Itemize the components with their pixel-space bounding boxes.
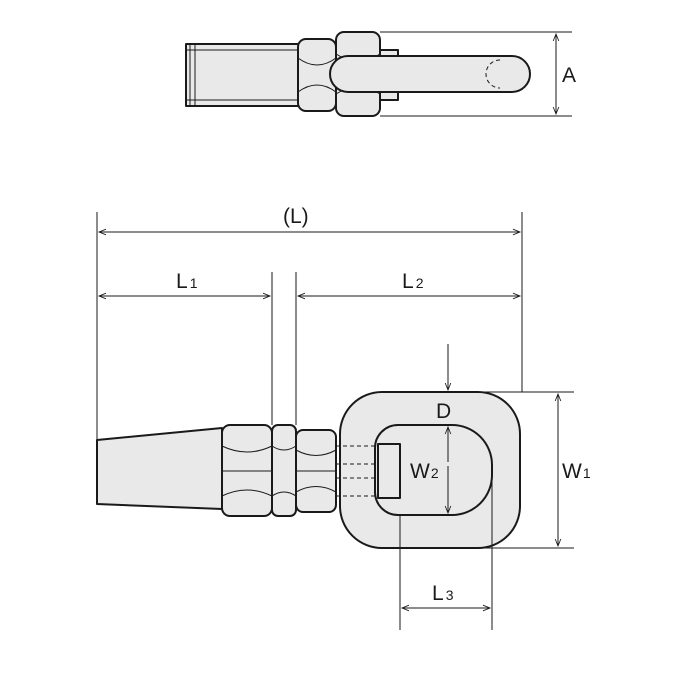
side-hex-nut-third: [295, 429, 337, 513]
dim-W1-label: W1: [562, 460, 591, 483]
side-shank-hidden: [336, 443, 401, 499]
dim-W2-label: W2: [410, 460, 439, 483]
dim-L-label: (L): [283, 205, 309, 228]
side-taper-sleeve: [96, 427, 223, 510]
top-view: A: [185, 31, 576, 117]
top-eye: [329, 55, 531, 93]
dim-D-label: D: [436, 400, 451, 423]
side-hex-nut-small: [271, 424, 297, 517]
side-hex-nut-large: [221, 424, 273, 517]
top-sleeve: [185, 43, 302, 107]
dim-A-label: A: [562, 64, 576, 87]
